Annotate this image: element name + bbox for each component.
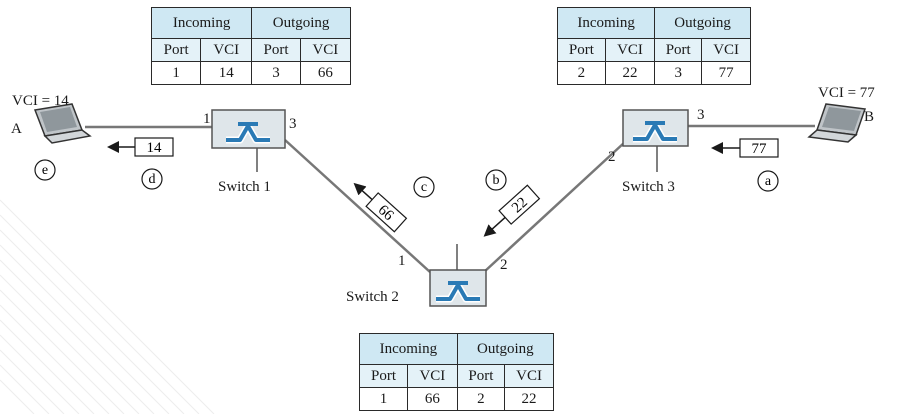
table-cell: 2 xyxy=(557,61,606,85)
switch-3-port-left: 2 xyxy=(608,149,616,165)
switch-2-port-right: 2 xyxy=(500,257,508,273)
table-cell: 1 xyxy=(150,61,202,85)
switch-2-port-left: 1 xyxy=(398,253,406,269)
column-header: VCI xyxy=(604,38,656,62)
table-row: 1 14 3 66 xyxy=(150,61,352,85)
host-b-vci-label: VCI = 77 xyxy=(818,85,875,101)
column-header: Port xyxy=(456,364,506,388)
table-header-outgoing: Outgoing xyxy=(456,333,555,365)
table-header-incoming: Incoming xyxy=(556,7,656,39)
vc-table-switch-3: Incoming Outgoing Port VCI Port VCI 2 22… xyxy=(556,7,751,85)
column-header: Port xyxy=(557,38,606,62)
frame-a-vci: 77 xyxy=(752,141,768,157)
step-e: e xyxy=(34,159,56,181)
switch-3-port-right: 3 xyxy=(697,107,705,123)
link-switch2-switch3 xyxy=(483,141,626,273)
host-b-name: B xyxy=(864,109,875,125)
table-header-outgoing: Outgoing xyxy=(654,7,751,39)
switch-1-port-right: 3 xyxy=(289,116,297,132)
column-header: Port xyxy=(654,38,703,62)
switch-3 xyxy=(622,109,689,172)
column-header: Port xyxy=(251,38,301,62)
frame-d-vci: 14 xyxy=(147,140,163,156)
svg-text:d: d xyxy=(149,172,156,187)
table-header-incoming: Incoming xyxy=(359,333,458,365)
frame-c: 66 xyxy=(353,182,408,233)
column-header: VCI xyxy=(200,38,253,62)
column-header: VCI xyxy=(299,38,352,62)
laptop-b-icon xyxy=(807,103,867,143)
vc-table-switch-1: Incoming Outgoing Port VCI Port VCI 1 14… xyxy=(150,7,352,85)
column-header: VCI xyxy=(504,364,554,388)
table-cell: 3 xyxy=(251,61,301,85)
step-d: d xyxy=(141,168,163,190)
table-cell: 3 xyxy=(654,61,703,85)
host-a-vci-label: VCI = 14 xyxy=(12,93,69,109)
svg-text:e: e xyxy=(42,163,48,178)
table-cell: 22 xyxy=(504,387,554,411)
column-header: Port xyxy=(150,38,202,62)
switch-1-port-left: 1 xyxy=(203,111,211,127)
frame-b: 22 xyxy=(483,184,541,237)
table-row: 2 22 3 77 xyxy=(557,61,751,85)
switch-2 xyxy=(429,269,487,307)
step-b: b xyxy=(485,169,507,191)
laptop-a-icon xyxy=(33,103,92,144)
table-header-outgoing: Outgoing xyxy=(251,7,351,39)
svg-text:b: b xyxy=(493,173,500,188)
column-header: VCI xyxy=(701,38,751,62)
table-cell: 1 xyxy=(358,387,409,411)
switch-1 xyxy=(211,109,286,172)
vc-table-switch-2: Incoming Outgoing Port VCI Port VCI 1 66… xyxy=(358,333,555,411)
column-header: Port xyxy=(358,364,409,388)
host-a-name: A xyxy=(11,121,22,137)
table-cell: 14 xyxy=(200,61,253,85)
step-c: c xyxy=(413,176,435,198)
link-switch1-switch2 xyxy=(284,139,431,273)
step-a: a xyxy=(757,170,779,192)
switch-1-name: Switch 1 xyxy=(218,179,271,195)
svg-text:c: c xyxy=(421,180,427,195)
svg-text:a: a xyxy=(765,174,772,189)
table-cell: 22 xyxy=(604,61,656,85)
switch-3-name: Switch 3 xyxy=(622,179,675,195)
table-cell: 2 xyxy=(456,387,506,411)
frame-a: 77 xyxy=(711,138,779,158)
table-header-incoming: Incoming xyxy=(150,7,253,39)
frame-d: 14 xyxy=(107,137,174,157)
column-header: VCI xyxy=(407,364,458,388)
table-row: 1 66 2 22 xyxy=(358,387,554,411)
table-cell: 77 xyxy=(701,61,751,85)
table-cell: 66 xyxy=(299,61,352,85)
table-cell: 66 xyxy=(407,387,458,411)
switch-2-name: Switch 2 xyxy=(346,289,399,305)
